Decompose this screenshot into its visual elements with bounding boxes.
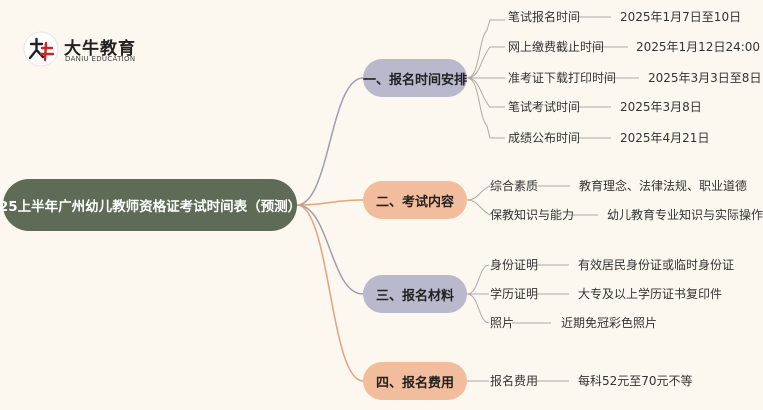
- leaf-label: 身份证明: [490, 258, 539, 272]
- leaf-label: 照片: [490, 316, 515, 330]
- leaf-label: 学历证明: [490, 287, 539, 301]
- leaf-value: 2025年1月12日24:00: [636, 40, 761, 54]
- branch-2-connectors: [466, 185, 598, 216]
- leaf-label: 保教知识与能力: [490, 208, 575, 222]
- leaf-value: 近期免冠彩色照片: [561, 316, 658, 330]
- root-to-branch-3-connector: [296, 204, 364, 295]
- leaf-value: 2025年4月21日: [620, 131, 710, 145]
- leaf-value: 教育理念、法律法规、职业道德: [579, 179, 748, 193]
- leaf-label: 网上缴费截止时间: [508, 40, 605, 54]
- root-to-branch-2-connector: [296, 199, 364, 206]
- leaf-value: 2025年3月8日: [620, 100, 702, 114]
- branch-exam-content: 二、考试内容: [363, 181, 467, 219]
- branch-1-connectors: [466, 16, 639, 139]
- leaf-label: 准考证下载打印时间: [508, 71, 617, 85]
- leaf-value: 幼儿教育专业知识与实际操作: [607, 208, 763, 222]
- logo: 大牛教育 DANIU EDUCATION: [22, 30, 142, 70]
- logo-subtitle: DANIU EDUCATION: [65, 55, 136, 63]
- branch-3-connectors: [466, 264, 569, 324]
- branch-registration-materials: 三、报名材料: [363, 275, 467, 313]
- root-to-branch-4-connector: [296, 204, 364, 382]
- logo-name: 大牛教育: [64, 39, 136, 59]
- leaf-value: 2025年3月3日至8日: [648, 71, 762, 85]
- leaf-label: 综合素质: [490, 179, 539, 193]
- leaf-value: 2025年1月7日至10日: [620, 10, 742, 24]
- daniu-logo-icon: [23, 31, 59, 67]
- leaf-label: 笔试考试时间: [508, 100, 581, 114]
- leaf-value: 每科52元至70元不等: [578, 374, 693, 388]
- root-to-branch-1-connector: [296, 77, 364, 206]
- leaf-value: 大专及以上学历证书复印件: [578, 287, 723, 301]
- root-node: 25上半年广州幼儿教师资格证考试时间表（预测）: [0, 179, 301, 231]
- leaf-label: 成绩公布时间: [508, 131, 581, 145]
- leaf-label: 报名费用: [490, 374, 539, 388]
- leaf-value: 有效居民身份证或临时身份证: [578, 258, 735, 272]
- leaf-label: 笔试报名时间: [508, 10, 581, 24]
- branch-registration-fees: 四、报名费用: [363, 362, 467, 400]
- branch-registration-schedule: 一、报名时间安排: [363, 59, 467, 97]
